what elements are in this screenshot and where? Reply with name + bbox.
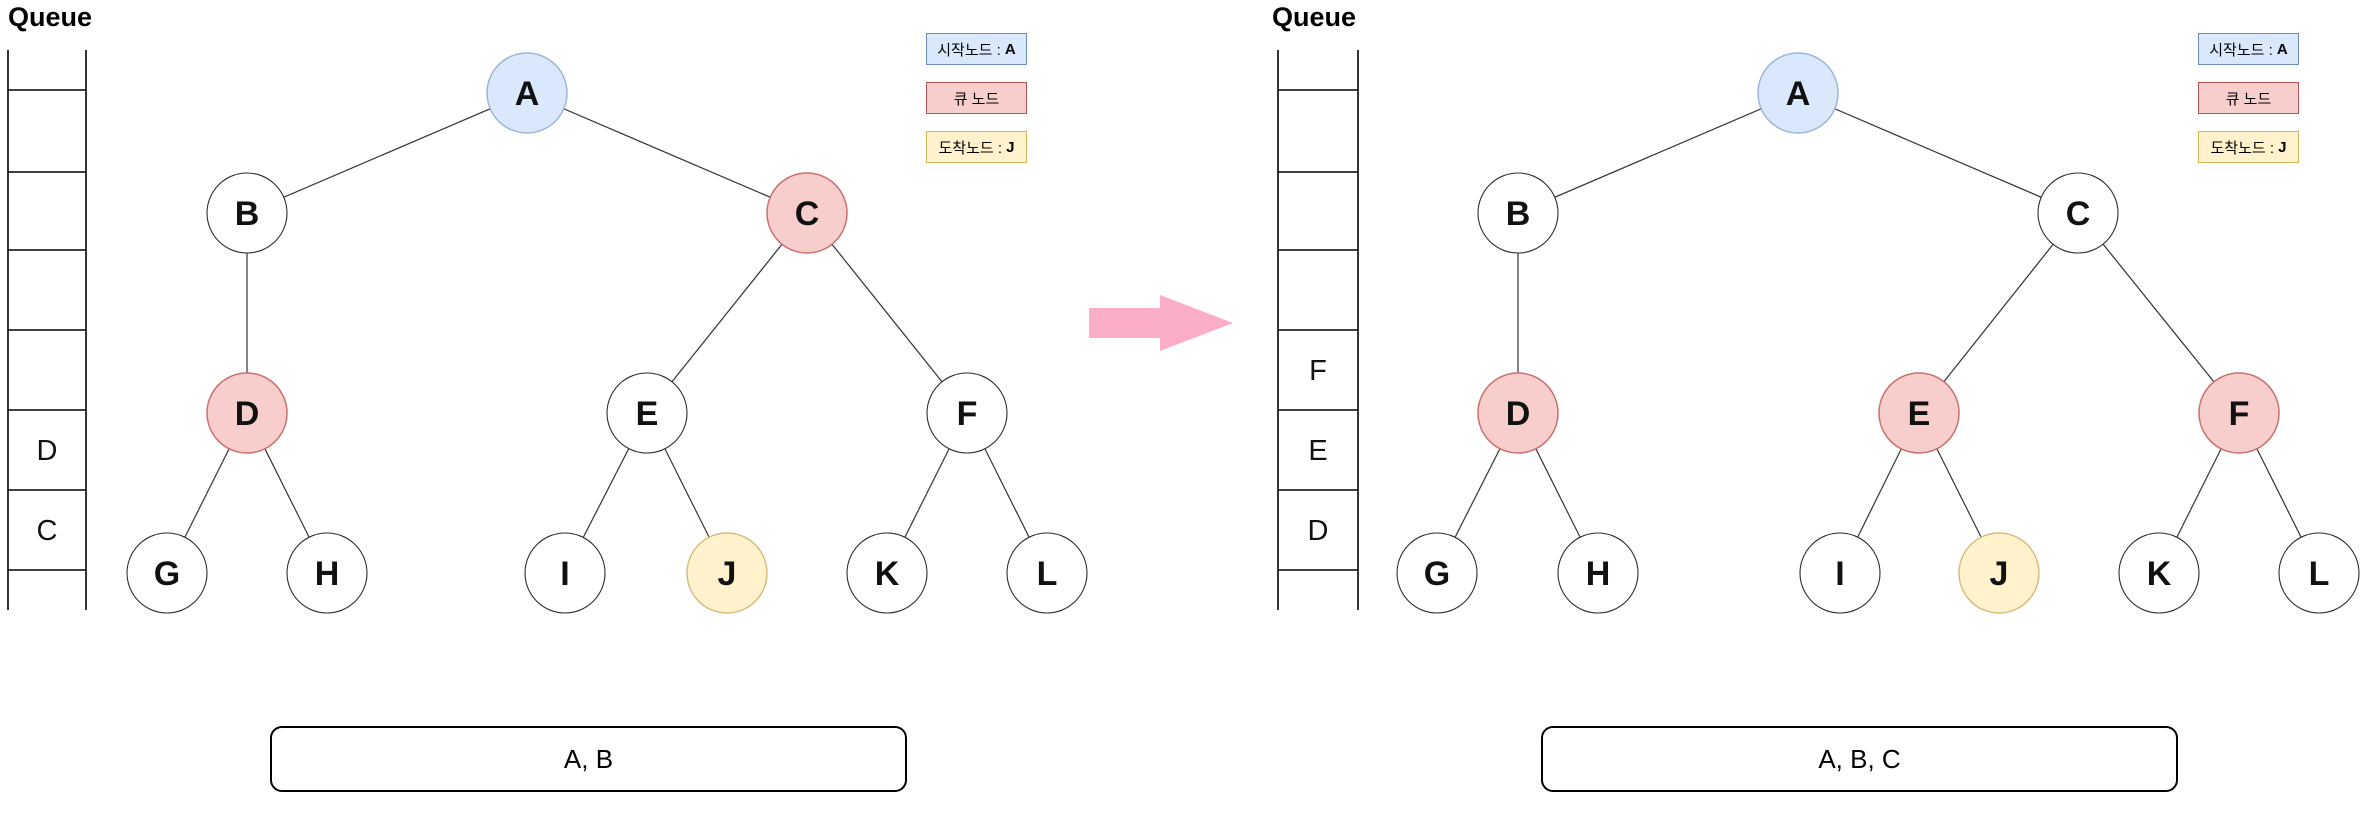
tree-node-E bbox=[606, 372, 688, 454]
node-label-L: L bbox=[2309, 555, 2330, 593]
node-label-J: J bbox=[718, 555, 737, 593]
tree-node-C bbox=[2037, 172, 2119, 254]
tree-node-J bbox=[686, 532, 768, 614]
tree-node-A bbox=[1757, 52, 1839, 134]
tree-node-K bbox=[2118, 532, 2200, 614]
node-label-L: L bbox=[1037, 555, 1058, 593]
tree-edge bbox=[1517, 92, 1799, 214]
tree-node-D bbox=[206, 372, 288, 454]
legend-item-start: 시작노드 : A bbox=[2198, 33, 2299, 65]
queue-title-right: Queue bbox=[1272, 2, 1357, 32]
tree-edge bbox=[2077, 212, 2240, 414]
tree-node-L bbox=[1006, 532, 1088, 614]
node-label-F: F bbox=[957, 395, 978, 433]
node-label-E: E bbox=[1908, 395, 1931, 433]
node-label-D: D bbox=[235, 395, 260, 433]
tree-node-C bbox=[766, 172, 848, 254]
node-label-B: B bbox=[1506, 195, 1531, 233]
node-label-G: G bbox=[154, 555, 180, 593]
queue-cell-value: C bbox=[37, 515, 58, 547]
tree-node-G bbox=[1396, 532, 1478, 614]
tree-node-E bbox=[1878, 372, 1960, 454]
legend-item-goal: 도착노드 : J bbox=[926, 131, 1027, 163]
queue-cell-value: D bbox=[1308, 515, 1329, 547]
queue-cell-value: F bbox=[1309, 355, 1327, 387]
arrow-shape bbox=[1089, 295, 1233, 351]
tree-edge bbox=[1797, 92, 2079, 214]
tree-edge bbox=[646, 212, 808, 414]
node-label-A: A bbox=[1786, 75, 1811, 113]
tree-edge bbox=[1918, 212, 2079, 414]
node-label-D: D bbox=[1506, 395, 1531, 433]
tree-node-L bbox=[2278, 532, 2360, 614]
tree-node-A bbox=[486, 52, 568, 134]
tree-edge bbox=[806, 212, 968, 414]
tree-node-G bbox=[126, 532, 208, 614]
transition-arrow bbox=[1089, 295, 1233, 351]
node-label-A: A bbox=[515, 75, 540, 113]
node-label-G: G bbox=[1424, 555, 1450, 593]
legend-item-goal: 도착노드 : J bbox=[2198, 131, 2299, 163]
visited-order-text-right: A, B, C bbox=[1818, 743, 1901, 774]
tree-node-I bbox=[524, 532, 606, 614]
node-label-C: C bbox=[2066, 195, 2091, 233]
tree-edge bbox=[526, 92, 808, 214]
tree-node-K bbox=[846, 532, 928, 614]
tree-edge bbox=[246, 92, 528, 214]
queue-cell-value: E bbox=[1308, 435, 1327, 467]
legend-item-queue: 큐 노드 bbox=[926, 82, 1027, 114]
tree-node-B bbox=[1477, 172, 1559, 254]
tree-node-H bbox=[1557, 532, 1639, 614]
legend-item-start: 시작노드 : A bbox=[926, 33, 1027, 65]
visited-order-box-left: A, B bbox=[270, 726, 907, 792]
tree-node-I bbox=[1799, 532, 1881, 614]
node-label-I: I bbox=[1835, 555, 1844, 593]
node-label-K: K bbox=[2147, 555, 2172, 593]
visited-order-box-right: A, B, C bbox=[1541, 726, 2178, 792]
queue-title-left: Queue bbox=[8, 2, 93, 32]
visited-order-text-left: A, B bbox=[563, 743, 614, 774]
tree-node-D bbox=[1477, 372, 1559, 454]
node-label-J: J bbox=[1990, 555, 2009, 593]
node-label-H: H bbox=[1586, 555, 1611, 593]
node-label-E: E bbox=[636, 395, 659, 433]
node-label-B: B bbox=[235, 195, 260, 233]
node-label-C: C bbox=[795, 195, 820, 233]
node-label-K: K bbox=[875, 555, 900, 593]
tree-node-B bbox=[206, 172, 288, 254]
tree-node-J bbox=[1958, 532, 2040, 614]
node-label-H: H bbox=[315, 555, 340, 593]
tree-node-F bbox=[926, 372, 1008, 454]
node-label-I: I bbox=[560, 555, 569, 593]
tree-node-F bbox=[2198, 372, 2280, 454]
tree-node-H bbox=[286, 532, 368, 614]
node-label-F: F bbox=[2229, 395, 2250, 433]
queue-cell-value: D bbox=[37, 435, 58, 467]
legend-item-queue: 큐 노드 bbox=[2198, 82, 2299, 114]
